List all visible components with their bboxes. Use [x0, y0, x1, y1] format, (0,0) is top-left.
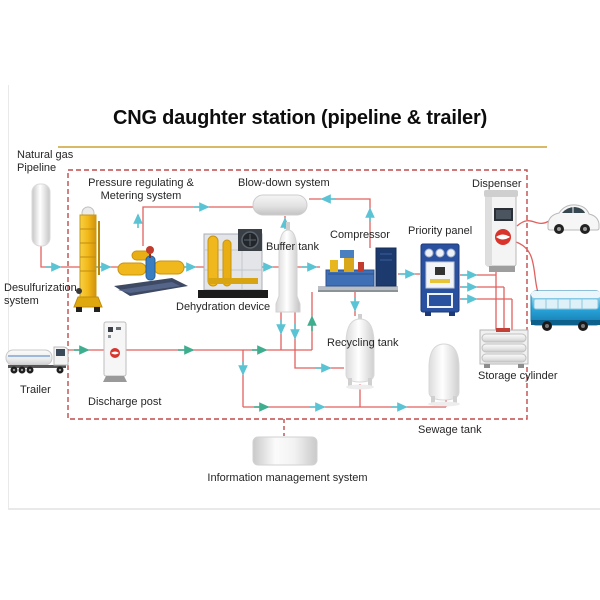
label-trailer: Trailer [20, 384, 51, 396]
dispenser-icon [484, 190, 518, 272]
desulfurization-tower-icon [73, 206, 103, 312]
blow-down-tank-icon [252, 194, 308, 216]
label-priority-panel: Priority panel [408, 225, 473, 237]
natural-gas-pipeline-icon [31, 183, 51, 247]
discharge-post-icon [103, 321, 127, 382]
compressor-icon [318, 247, 398, 292]
diagram-title: CNG daughter station (pipeline & trailer… [112, 107, 488, 129]
label-info-management: Information management system [207, 472, 368, 484]
buffer-tank-icon [275, 222, 301, 313]
priority-panel-icon [420, 243, 460, 316]
car-icon [547, 204, 600, 234]
label-sewage-tank: Sewage tank [418, 424, 482, 436]
trailer-truck-icon [5, 346, 69, 374]
label-storage-cylinder: Storage cylinder [478, 370, 558, 382]
bus-icon [530, 290, 600, 331]
label-recycling-tank: Recycling tank [327, 337, 399, 349]
label-dehydration: Dehydration device [176, 301, 271, 313]
label-desulfurization: Desulfurization system [4, 282, 77, 308]
pressure-metering-skid-icon [114, 246, 188, 296]
storage-cylinder-icon [479, 328, 529, 368]
label-blow-down: Blow-down system [238, 177, 330, 189]
sewage-tank-icon [428, 343, 460, 407]
system-boundary-dashed [67, 169, 528, 420]
dehydration-device-icon [198, 229, 268, 298]
photo-left-edge [8, 85, 9, 508]
photo-bottom-edge [8, 508, 600, 510]
label-natural-gas-pipeline: Natural gas Pipeline [17, 149, 74, 175]
label-pressure-metering: Pressure regulating & Metering system [88, 177, 194, 203]
info-management-box-icon [252, 436, 318, 466]
label-buffer-tank: Buffer tank [266, 241, 319, 253]
label-dispenser: Dispenser [472, 178, 522, 190]
recycling-tank-icon [345, 314, 375, 390]
title-underline [58, 146, 547, 148]
label-discharge-post: Discharge post [88, 396, 162, 408]
label-compressor: Compressor [330, 229, 390, 241]
